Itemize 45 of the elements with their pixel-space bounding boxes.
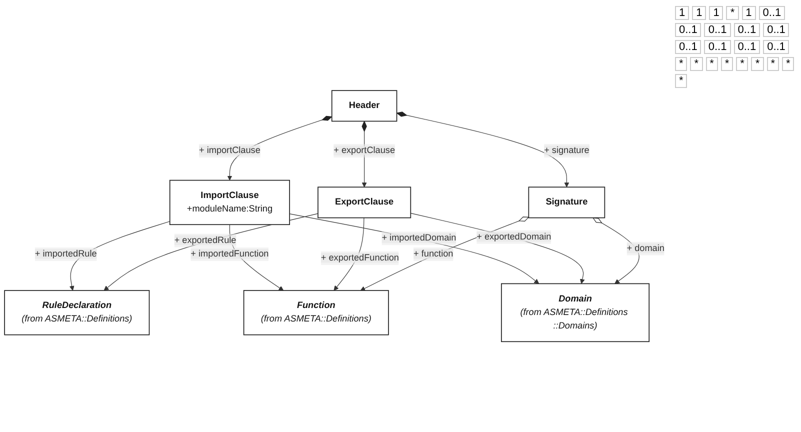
multiplicity-label: 0..1: [675, 40, 702, 54]
multiplicity-label: *: [751, 57, 764, 71]
multiplicity-label: 0..1: [734, 23, 760, 37]
edge-label: + importedRule: [34, 248, 97, 259]
multiplicity-label: *: [690, 57, 703, 71]
node-box: Header: [331, 90, 398, 122]
multiplicity-label: 0..1: [763, 40, 790, 54]
edge-label: + exportClause: [334, 146, 395, 156]
multiplicity-label: 0..1: [704, 23, 731, 37]
multiplicity-label: *: [736, 57, 748, 71]
arrow: [396, 112, 570, 188]
node-box: ImportClause +moduleName:String: [169, 180, 290, 225]
multiplicity-label: 1: [709, 6, 724, 20]
arrow: [289, 213, 540, 284]
multiplicity-label: *: [720, 57, 734, 71]
node-box: Function (from ASMETA::Definitions): [243, 290, 389, 336]
edge-label: + importedDomain: [382, 233, 456, 243]
node-box: RuleDeclaration (from ASMETA::Definitions): [4, 290, 150, 336]
multiplicity-label: 0..1: [675, 23, 702, 37]
node-box: Domain (from ASMETA::Definitions ::Domains): [501, 283, 650, 342]
edge-label: + importClause: [199, 146, 260, 156]
node-box: ExportClause: [318, 186, 412, 218]
edge-label: + domain: [626, 243, 664, 254]
multiplicity-label: 1: [675, 6, 690, 20]
edge-label: + exportedFunction: [320, 252, 399, 263]
edge-label: + exportedDomain: [476, 232, 552, 242]
multiplicity-label: 1: [742, 6, 756, 20]
edge-label: + signature: [544, 146, 590, 156]
multiplicity-label: *: [675, 74, 688, 88]
node-box: Signature: [528, 186, 606, 218]
multiplicity-label: *: [766, 57, 779, 71]
edge-label: + exportedRule: [174, 235, 236, 245]
multiplicity-label: 0..1: [704, 40, 731, 54]
arrow: [410, 212, 585, 284]
multiplicity-label: 0..1: [734, 40, 760, 54]
arrow: [360, 216, 529, 291]
multiplicity-label: 0..1: [758, 6, 786, 20]
edge-label: + function: [414, 248, 454, 259]
multiplicity-label: *: [782, 57, 794, 71]
edge-label: + importedFunction: [190, 248, 269, 259]
multiplicity-label: *: [726, 6, 739, 20]
multiplicity-label: 1: [692, 6, 706, 20]
multiplicity-label: *: [675, 57, 688, 71]
multiplicity-label: *: [706, 57, 718, 71]
multiplicity-label: 0..1: [763, 23, 790, 37]
